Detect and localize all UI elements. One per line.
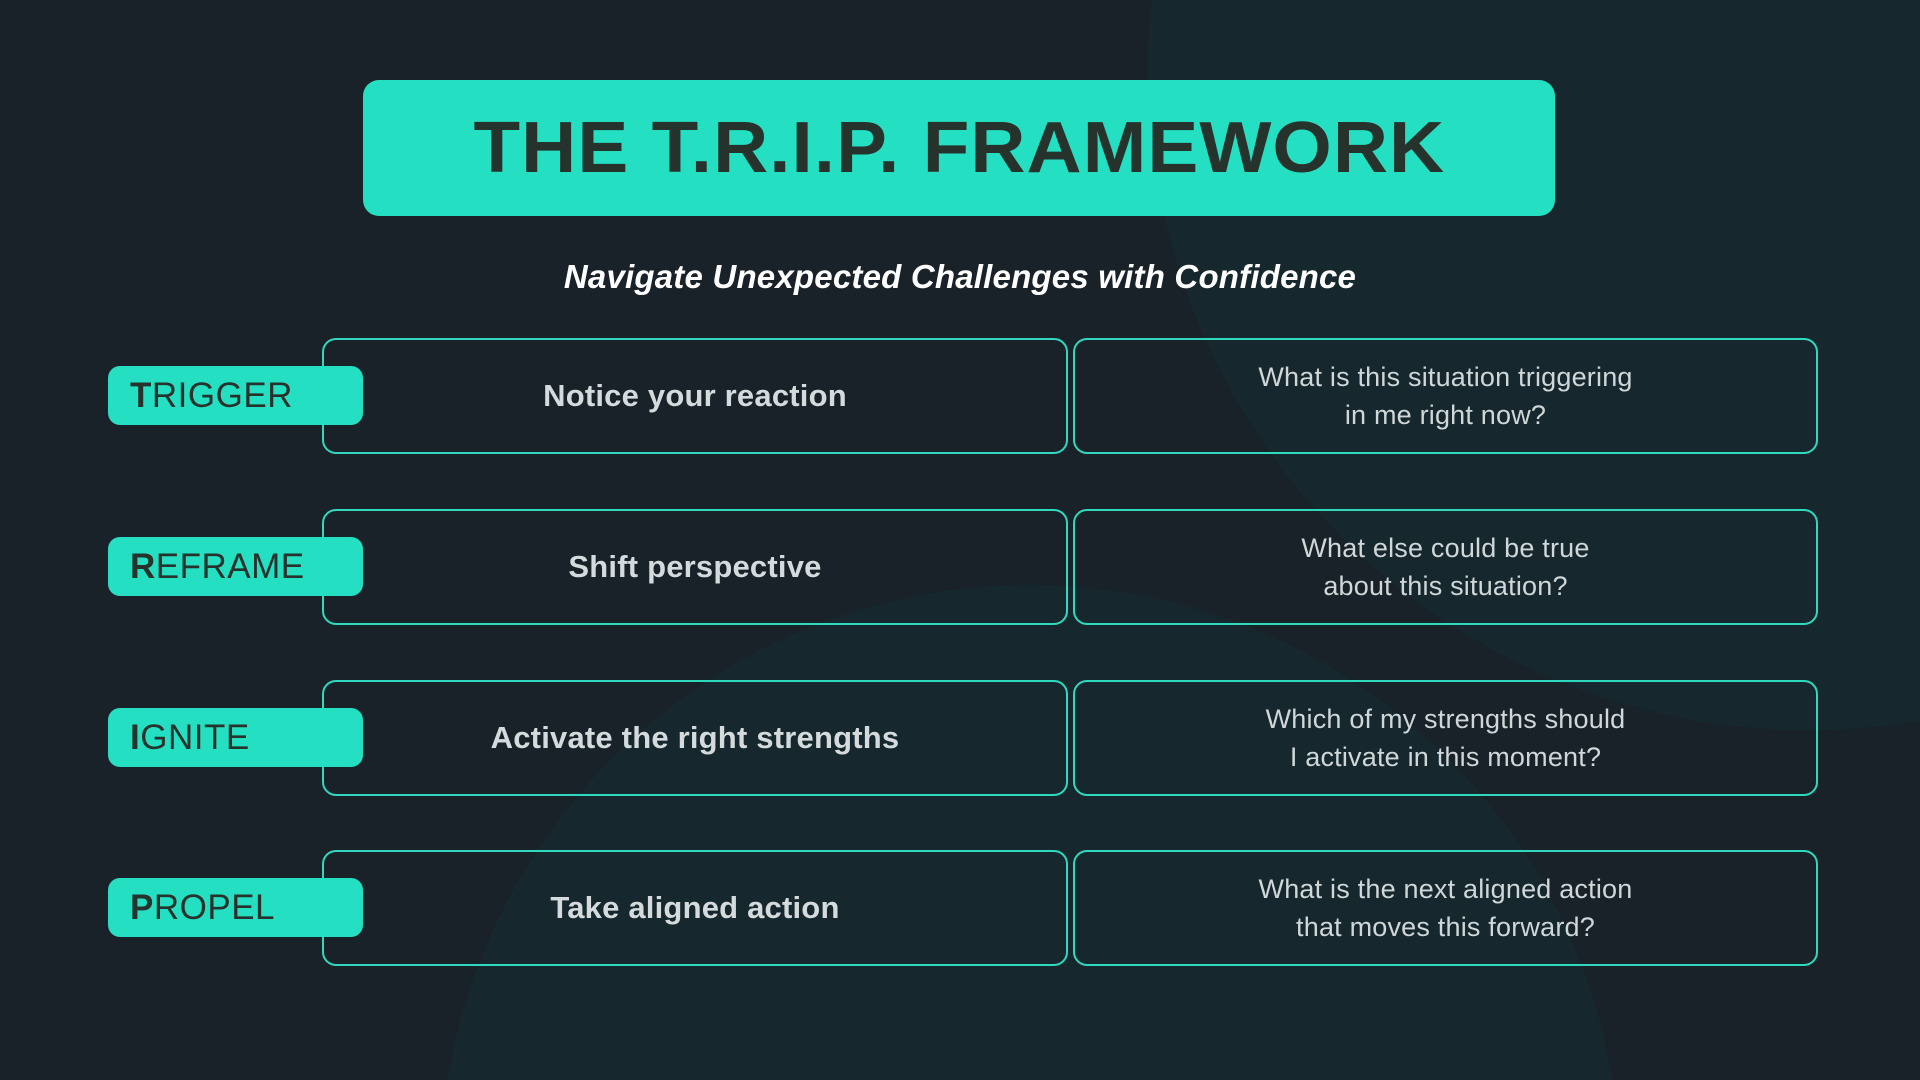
action-box: Shift perspective: [322, 509, 1068, 625]
action-text: Shift perspective: [568, 549, 822, 584]
step-badge-label: PROPEL: [130, 890, 275, 925]
question-line-2: in me right now?: [1344, 400, 1547, 430]
step-badge-propel: PROPEL: [108, 878, 363, 937]
step-badge-lead-letter: I: [130, 718, 141, 757]
step-badge-ignite: IGNITE: [108, 708, 363, 767]
question-box: What else could be true about this situa…: [1073, 509, 1818, 625]
framework-row: Notice your reaction What is this situat…: [0, 338, 1920, 454]
action-box: Activate the right strengths: [322, 680, 1068, 796]
action-text: Take aligned action: [550, 890, 840, 925]
step-badge-rest: RIGGER: [151, 376, 293, 415]
title-banner: THE T.R.I.P. FRAMEWORK: [363, 80, 1555, 216]
page-title: THE T.R.I.P. FRAMEWORK: [473, 108, 1445, 188]
step-badge-rest: GNITE: [140, 718, 250, 757]
question-line-2: about this situation?: [1323, 571, 1568, 601]
action-box: Take aligned action: [322, 850, 1068, 966]
step-badge-label: IGNITE: [130, 720, 250, 755]
question-box: Which of my strengths should I activate …: [1073, 680, 1818, 796]
framework-row: Activate the right strengths Which of my…: [0, 680, 1920, 796]
step-badge-rest: EFRAME: [155, 547, 305, 586]
action-box: Notice your reaction: [322, 338, 1068, 454]
question-line-1: What else could be true: [1301, 532, 1590, 563]
question-line-1: What is this situation triggering: [1258, 361, 1633, 392]
question-line-1: What is the next aligned action: [1258, 873, 1633, 904]
question-line-1: Which of my strengths should: [1265, 703, 1626, 734]
step-badge-lead-letter: R: [130, 547, 156, 586]
step-badge-lead-letter: P: [130, 888, 154, 927]
step-badge-label: TRIGGER: [130, 378, 293, 413]
page-subtitle: Navigate Unexpected Challenges with Conf…: [563, 258, 1357, 295]
framework-row: Shift perspective What else could be tru…: [0, 509, 1920, 625]
step-badge-rest: ROPEL: [153, 888, 276, 927]
question-line-2: I activate in this moment?: [1289, 742, 1602, 772]
step-badge-label: REFRAME: [130, 549, 305, 584]
action-text: Activate the right strengths: [490, 720, 900, 755]
framework-row: Take aligned action What is the next ali…: [0, 850, 1920, 966]
question-box: What is this situation triggering in me …: [1073, 338, 1818, 454]
background-circle-bottom-left: [440, 585, 1620, 1080]
step-badge-trigger: TRIGGER: [108, 366, 363, 425]
question-box: What is the next aligned action that mov…: [1073, 850, 1818, 966]
step-badge-reframe: REFRAME: [108, 537, 363, 596]
step-badge-lead-letter: T: [130, 376, 152, 415]
action-text: Notice your reaction: [543, 378, 847, 413]
question-line-2: that moves this forward?: [1296, 912, 1595, 942]
